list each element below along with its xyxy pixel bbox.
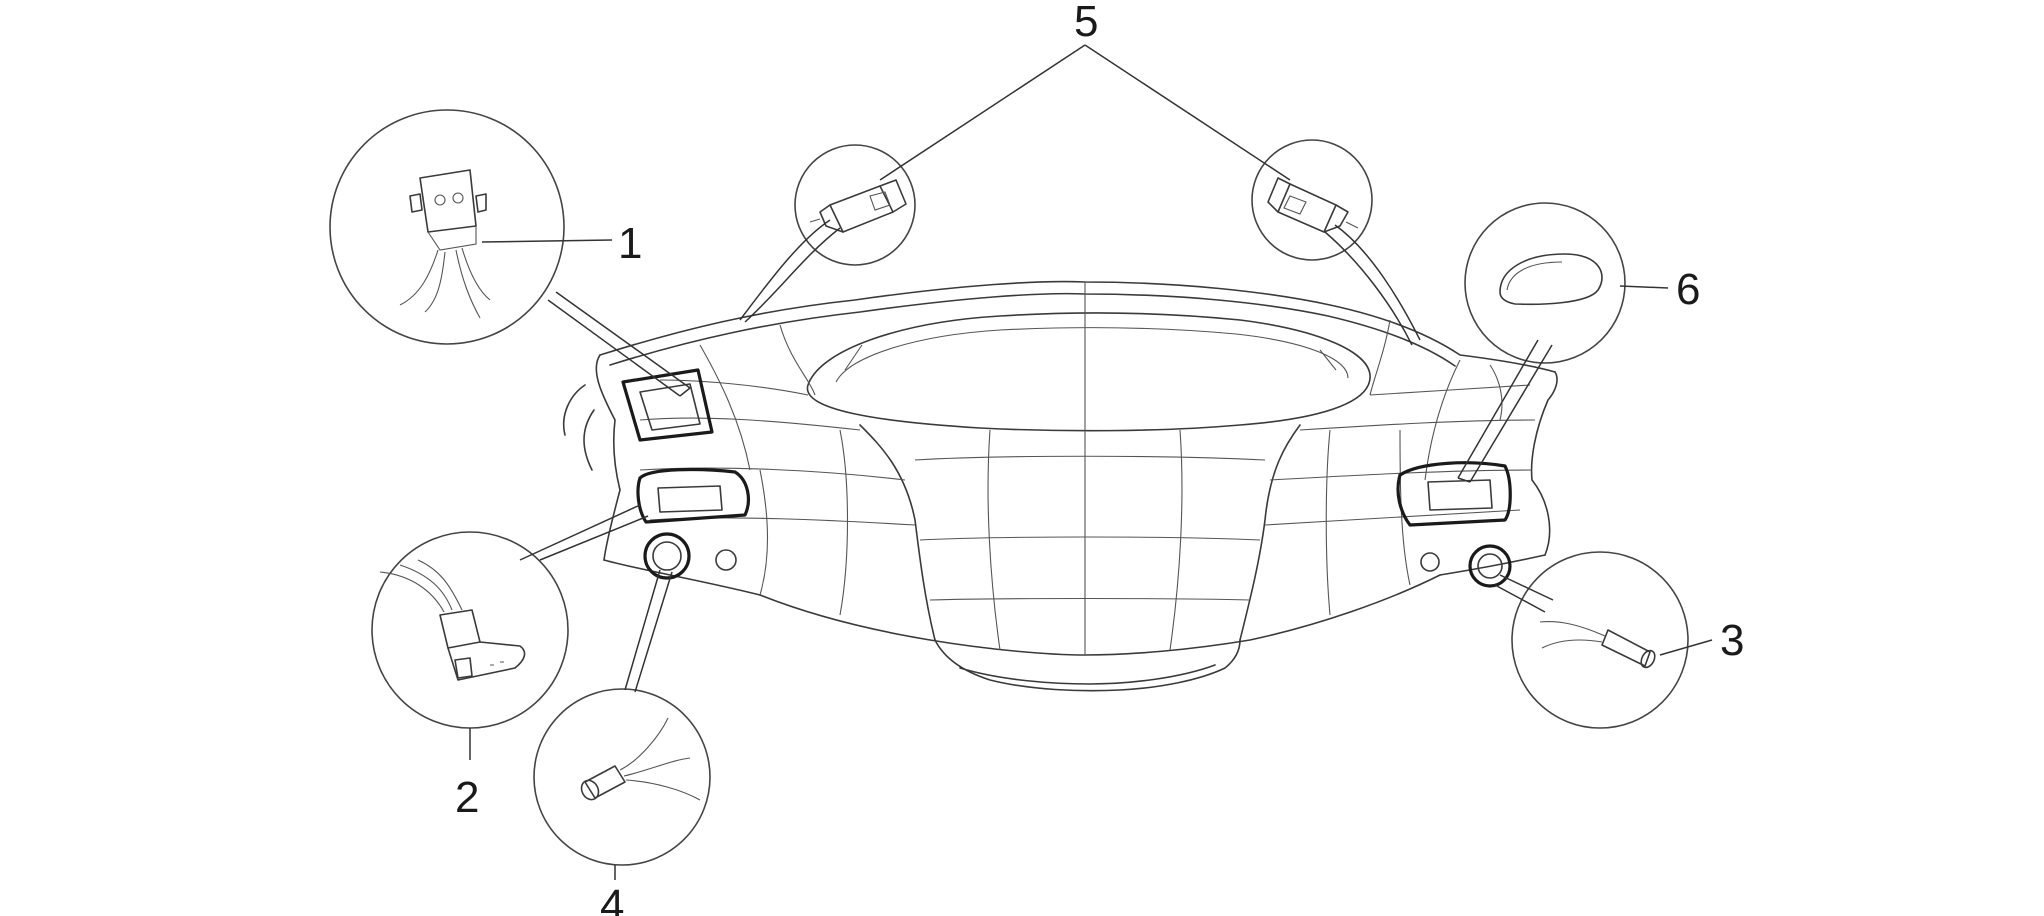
callout-2: 2 — [455, 773, 479, 822]
callout-3: 3 — [1720, 616, 1744, 665]
detail-bubble-4 — [533, 688, 711, 866]
callout-6: 6 — [1676, 265, 1700, 314]
detail-bubble-2 — [371, 531, 569, 729]
right-switch-recess — [1396, 461, 1512, 527]
callout-1: 1 — [618, 219, 642, 268]
detail-bubble-1 — [329, 109, 565, 345]
detail-bubble-6 — [1464, 202, 1626, 364]
callout-labels: 1 2 3 4 5 6 — [455, 0, 1744, 916]
handlebar-cover — [563, 280, 1558, 692]
callout-4: 4 — [600, 881, 624, 916]
detail-bubble-3 — [1511, 551, 1689, 729]
lower-left-switch-recess — [636, 467, 750, 524]
callout-5: 5 — [1074, 0, 1098, 46]
leader-lines — [469, 44, 1713, 880]
right-socket — [1468, 544, 1512, 588]
upper-left-switch-recess — [621, 368, 714, 442]
detail-bubble-5-left — [794, 144, 916, 266]
left-horn-socket — [643, 532, 691, 580]
